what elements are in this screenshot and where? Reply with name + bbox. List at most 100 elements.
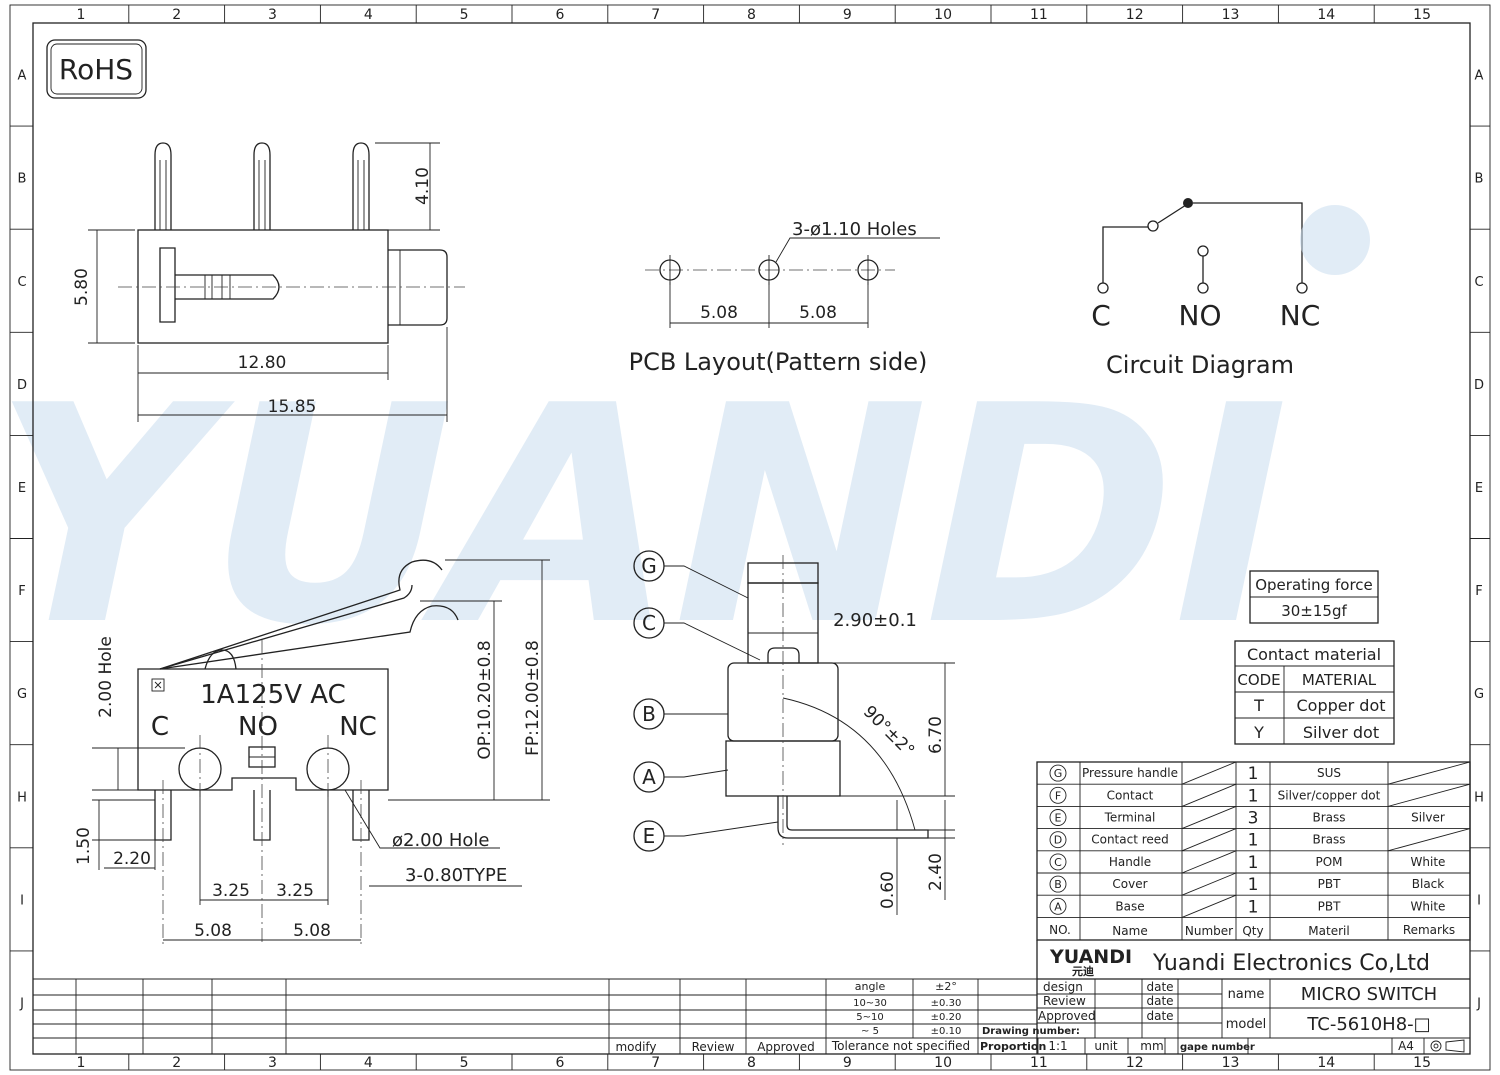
rev-review: Review [692, 1040, 735, 1054]
frame-col-label: 9 [843, 7, 852, 23]
cm-row-material: Copper dot [1297, 696, 1386, 715]
bom-name: Contact reed [1091, 833, 1169, 847]
front-view: 1A125V AC C NO NC 2.00 Hole 1.50 2.20 3.… [74, 559, 550, 945]
frame-col-label: 8 [747, 7, 756, 23]
frame-col-label: 5 [460, 1055, 469, 1071]
frame-row-label: I [20, 893, 24, 908]
frame-col-label: 11 [1030, 1055, 1048, 1071]
gape-number-label: gape number [1180, 1042, 1255, 1053]
bom-diag [1181, 828, 1237, 852]
bom-name: Handle [1109, 855, 1151, 869]
proportion-value: 1:1 [1048, 1039, 1067, 1053]
circuit-label-nc: NC [1280, 299, 1321, 332]
frame-col-label: 3 [268, 7, 277, 23]
frame-row-label: D [17, 378, 27, 393]
frame-row-label: E [18, 481, 26, 496]
pcb-pitch-left: 5.08 [700, 303, 738, 323]
frame-col-label: 6 [555, 1055, 564, 1071]
bom-no: E [1055, 812, 1062, 825]
dim-2-20: 2.20 [113, 849, 151, 869]
company-logo-cn: 元迪 [1072, 964, 1094, 978]
callout-leader [664, 769, 729, 778]
cm-head-code: CODE [1237, 671, 1280, 689]
frame-col-label: 7 [651, 1055, 660, 1071]
review-label: Review [1043, 994, 1086, 1008]
frame-col-label: 6 [555, 7, 564, 23]
callout-leader [664, 821, 779, 837]
operating-force-box: Operating force 30±15gf [1249, 570, 1379, 624]
bom-no-circle [1049, 897, 1067, 915]
tol-range: ~ 5 [861, 1026, 879, 1037]
bom-head-number: Number [1185, 924, 1233, 938]
bom-head-qty: Qty [1242, 924, 1263, 938]
rating-text: 1A125V AC [200, 680, 346, 710]
callout-leader [664, 565, 749, 599]
bom-no-circle [1049, 809, 1067, 826]
frame-col-label: 4 [364, 1055, 373, 1071]
frame-col-label: 2 [172, 1055, 181, 1071]
bom-head-remarks: Remarks [1403, 923, 1455, 937]
frame-col-label: 1 [76, 1055, 85, 1071]
bom-qty: 3 [1248, 809, 1259, 829]
date-label: date [1146, 980, 1173, 994]
bom-diag [1181, 783, 1237, 807]
bom-no: F [1055, 789, 1061, 802]
front-term-c: C [151, 712, 169, 742]
tol-value: ±0.10 [931, 1026, 962, 1037]
bom-no-circle [1049, 786, 1067, 804]
bom-no: G [1054, 767, 1063, 780]
frame-col-label: 2 [172, 7, 181, 23]
operating-force-value: 30±15gf [1281, 602, 1347, 620]
circuit-diagram: C NO NC Circuit Diagram [1091, 198, 1370, 379]
tol-value: ±0.30 [931, 998, 962, 1009]
frame-row-label: B [1475, 172, 1484, 187]
frame-col-label: 5 [460, 7, 469, 23]
bom-material: Brass [1312, 833, 1345, 847]
bom-remarks: Silver [1411, 811, 1445, 825]
bom-qty: 1 [1248, 853, 1259, 873]
bom-remarks: Black [1412, 877, 1445, 891]
name-value: MICRO SWITCH [1301, 984, 1437, 1005]
callout-letter: C [642, 611, 656, 635]
tol-head-angle: angle [855, 980, 886, 993]
frame-col-label: 8 [747, 1055, 756, 1071]
frame-col-label: 10 [934, 1055, 952, 1071]
bom-remarks: White [1411, 899, 1446, 913]
frame-row-label: G [17, 687, 27, 702]
frame-row-label: A [18, 69, 27, 84]
cm-row-code: Y [1253, 723, 1264, 742]
bom-no-circle [1049, 875, 1067, 893]
unit-label: unit [1094, 1039, 1118, 1053]
op-dim: OP:10.20±0.8 [475, 640, 495, 759]
hole-2-00-label: ø2.00 Hole [392, 830, 489, 851]
projection-symbol-icon [1430, 1039, 1465, 1053]
front-term-nc: NC [339, 712, 377, 742]
date-label: date [1146, 994, 1173, 1008]
bom-no: B [1054, 878, 1062, 891]
rohs-badge: RoHS [46, 39, 147, 99]
cm-row-material: Silver dot [1303, 723, 1379, 742]
side-view: 4.10 5.80 12.80 15.85 [72, 142, 465, 422]
pcb-holes-label: 3-ø1.10 Holes [792, 219, 917, 240]
bom-material: POM [1315, 855, 1342, 869]
callout-letter: B [642, 702, 656, 726]
dim-5-08-a: 5.08 [194, 921, 232, 941]
frame-row-label: J [1476, 996, 1481, 1011]
dim-1-50: 1.50 [74, 827, 94, 865]
frame-col-label: 4 [364, 7, 373, 23]
bom-material: SUS [1317, 766, 1341, 780]
bom-qty: 1 [1248, 875, 1259, 895]
dim-6-70: 6.70 [926, 716, 946, 754]
front-term-no: NO [238, 712, 278, 742]
dim-5-08-b: 5.08 [293, 921, 331, 941]
bom-diag [1181, 850, 1237, 874]
dim-2-90: 2.90±0.1 [833, 610, 917, 631]
frame-col-label: 10 [934, 7, 952, 23]
frame-col-label: 15 [1413, 7, 1431, 23]
frame-row-label: F [1475, 584, 1482, 599]
bom-head-material: Materil [1308, 924, 1349, 938]
frame-col-label: 15 [1413, 1055, 1431, 1071]
rev-approved: Approved [757, 1040, 815, 1054]
